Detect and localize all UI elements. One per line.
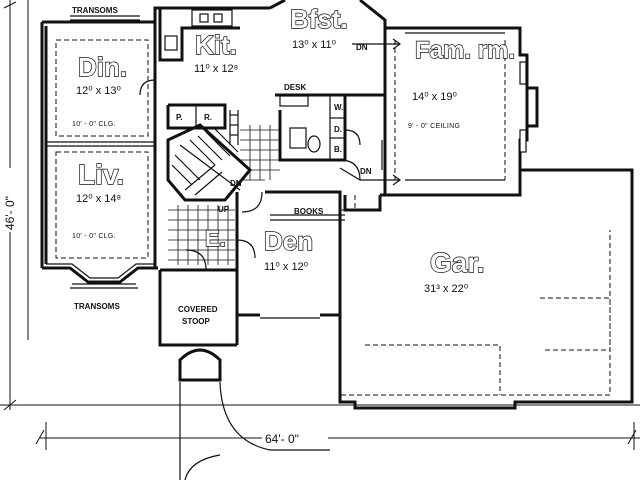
living-ceiling-note: 10' - 0" CLG.: [72, 233, 116, 240]
living-room-size: 12⁰ x 14⁸: [76, 193, 121, 205]
width-dim-bg: [262, 430, 328, 446]
dining-room-size: 12⁰ x 13⁰: [76, 85, 121, 97]
dryer-label: D.: [334, 125, 342, 134]
family-room-size: 14⁰ x 19⁰: [412, 91, 457, 103]
transoms-top-label: TRANSOMS: [72, 6, 118, 15]
transoms-bottom-label: TRANSOMS: [74, 302, 120, 311]
desk-label: DESK: [284, 83, 306, 92]
window-marks: [70, 15, 505, 319]
door-swings: [139, 79, 361, 271]
front-walk: [178, 348, 330, 480]
garage-room-size: 31³ x 22⁰: [424, 283, 469, 295]
garage-room-name: Gar.: [430, 247, 484, 278]
tile-floor: [168, 125, 280, 265]
bath-label: B.: [334, 145, 342, 154]
ceiling-lines: [55, 39, 611, 396]
depth-dim-bg: [2, 168, 18, 232]
kitchen-room-name: Kit.: [195, 30, 237, 60]
stair-arrows: [339, 38, 402, 186]
covered-stoop-label-2: STOOP: [182, 317, 211, 326]
dining-room-name: Din.: [78, 52, 127, 82]
washer-label: W.: [334, 103, 343, 112]
kitchen-room-size: 11⁰ x 12⁸: [194, 63, 238, 75]
entry-room-name: E.: [205, 226, 226, 251]
den-room-name: Den: [264, 226, 313, 256]
exterior-walls: [40, 0, 634, 410]
living-room-name: Liv.: [78, 159, 124, 190]
covered-stoop-label-1: COVERED: [178, 305, 218, 314]
breakfast-room-name: Bfst.: [290, 4, 348, 34]
family-room-name: Fam. rm.: [415, 37, 515, 64]
width-dimension: 64'- 0": [265, 432, 299, 446]
books-label: BOOKS: [294, 207, 324, 216]
dn-family-label: DN: [360, 167, 372, 176]
staircase: [166, 123, 253, 202]
interior-walls: [46, 8, 383, 221]
dn-stair-label: DN: [230, 179, 242, 188]
breakfast-room-size: 13⁰ x 11⁰: [292, 39, 337, 51]
up-label: UP: [218, 205, 230, 214]
family-ceiling-note: 9' - 0" CEILING: [408, 123, 460, 130]
pantry-p-label: P.: [176, 113, 183, 122]
den-room-size: 11⁰ x 12⁰: [264, 261, 309, 273]
dn-breakfast-label: DN: [356, 43, 368, 52]
depth-dimension: 46'- 0": [3, 196, 17, 230]
dining-ceiling-note: 10' - 0" CLG.: [72, 121, 116, 128]
pantry-r-label: R.: [204, 113, 212, 122]
